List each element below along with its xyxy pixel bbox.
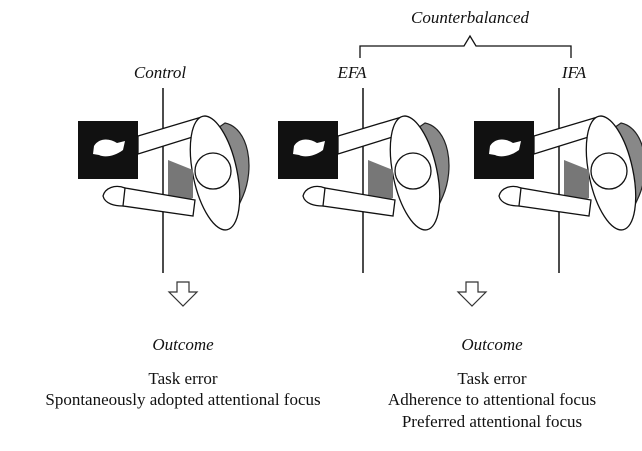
outcome-line: Preferred attentional focus — [401, 412, 583, 431]
outcome-line: Spontaneously adopted attentional focus — [45, 390, 321, 409]
outcome-line: Adherence to attentional focus — [387, 390, 597, 409]
counterbalanced-label: Counterbalanced — [410, 8, 530, 27]
condition-label-efa: EFA — [337, 63, 367, 82]
counterbalanced-bracket — [359, 34, 572, 58]
down-arrow-icon — [457, 281, 487, 307]
down-arrow-icon — [168, 281, 198, 307]
condition-label-ifa: IFA — [561, 63, 587, 82]
outcome-heading-experimental: Outcome — [461, 335, 523, 354]
outcome-heading-control: Outcome — [152, 335, 214, 354]
condition-label-control: Control — [133, 63, 187, 82]
outcome-line: Task error — [148, 369, 218, 388]
participant-figure-ifa — [473, 87, 642, 274]
outcome-line: Task error — [457, 369, 527, 388]
participant-figure-efa — [277, 87, 450, 274]
participant-figure-control — [77, 87, 250, 274]
